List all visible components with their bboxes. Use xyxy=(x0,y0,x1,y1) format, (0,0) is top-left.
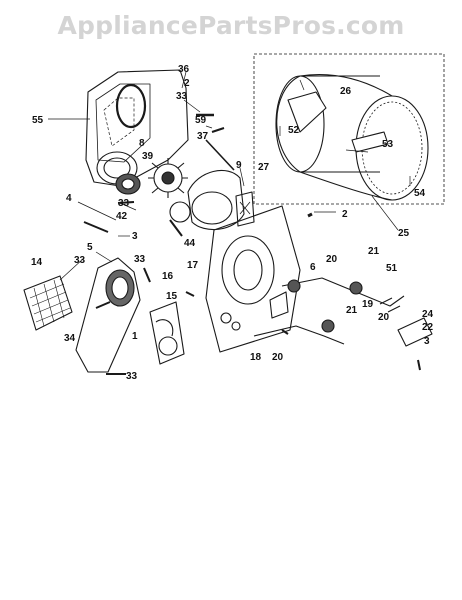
callout-18: 18 xyxy=(250,352,262,363)
callout-37: 37 xyxy=(197,131,209,142)
part-drawings xyxy=(23,53,445,375)
screws-upper xyxy=(83,113,225,233)
callout-33: 33 xyxy=(74,255,86,266)
callout-25: 25 xyxy=(398,228,410,239)
callout-20: 20 xyxy=(272,352,284,363)
callout-51: 51 xyxy=(386,263,398,274)
callout-27: 27 xyxy=(258,162,270,173)
callout-3: 3 xyxy=(424,336,430,347)
front-bulkhead xyxy=(205,205,301,353)
callout-36: 36 xyxy=(178,64,190,75)
screws-lower xyxy=(95,212,313,375)
lint-duct xyxy=(75,257,141,373)
callout-1: 1 xyxy=(132,331,138,342)
callout-54: 54 xyxy=(414,188,426,199)
callout-33: 33 xyxy=(118,198,130,209)
callout-9: 9 xyxy=(236,160,242,171)
seal-ring xyxy=(115,83,147,129)
idler-pulley xyxy=(149,301,185,365)
callout-19: 19 xyxy=(362,299,374,310)
watermark-logo: AppliancePartsPros.com xyxy=(57,11,405,40)
callout-15: 15 xyxy=(166,291,178,302)
callout-4: 4 xyxy=(66,193,72,204)
callout-42: 42 xyxy=(116,211,128,222)
callout-14: 14 xyxy=(31,257,43,268)
callout-24: 24 xyxy=(422,309,434,320)
callout-39: 39 xyxy=(142,151,154,162)
blower-wheel xyxy=(148,158,188,198)
callout-33: 33 xyxy=(126,371,138,382)
callout-55: 55 xyxy=(32,115,44,126)
callout-33: 33 xyxy=(134,254,146,265)
callout-2: 2 xyxy=(184,78,190,89)
callout-16: 16 xyxy=(162,271,174,282)
lint-screen xyxy=(23,275,73,331)
callout-17: 17 xyxy=(187,260,199,271)
callout-59: 59 xyxy=(195,115,207,126)
blower-housing xyxy=(96,151,141,195)
drum-rollers xyxy=(253,277,433,371)
callout-20: 20 xyxy=(378,312,390,323)
callout-21: 21 xyxy=(368,246,380,257)
callout-22: 22 xyxy=(422,322,434,333)
callout-20: 20 xyxy=(326,254,338,265)
leader-lines xyxy=(48,71,411,281)
drive-motor xyxy=(169,139,245,237)
callout-3: 3 xyxy=(132,231,138,242)
callout-5: 5 xyxy=(87,242,93,253)
callout-labels: 36 2 33 55 59 37 8 39 9 4 33 42 27 3 44 … xyxy=(31,64,434,382)
callout-2: 2 xyxy=(342,209,348,220)
callout-44: 44 xyxy=(184,238,196,249)
callout-26: 26 xyxy=(340,86,352,97)
callout-21: 21 xyxy=(346,305,358,316)
motor-switch xyxy=(235,191,255,227)
rear-panel xyxy=(85,69,189,187)
drum xyxy=(253,53,445,205)
callout-53: 53 xyxy=(382,139,394,150)
callout-33: 33 xyxy=(176,91,188,102)
callout-34: 34 xyxy=(64,333,76,344)
callout-8: 8 xyxy=(139,138,145,149)
callout-6: 6 xyxy=(310,262,316,273)
callout-52: 52 xyxy=(288,125,300,136)
